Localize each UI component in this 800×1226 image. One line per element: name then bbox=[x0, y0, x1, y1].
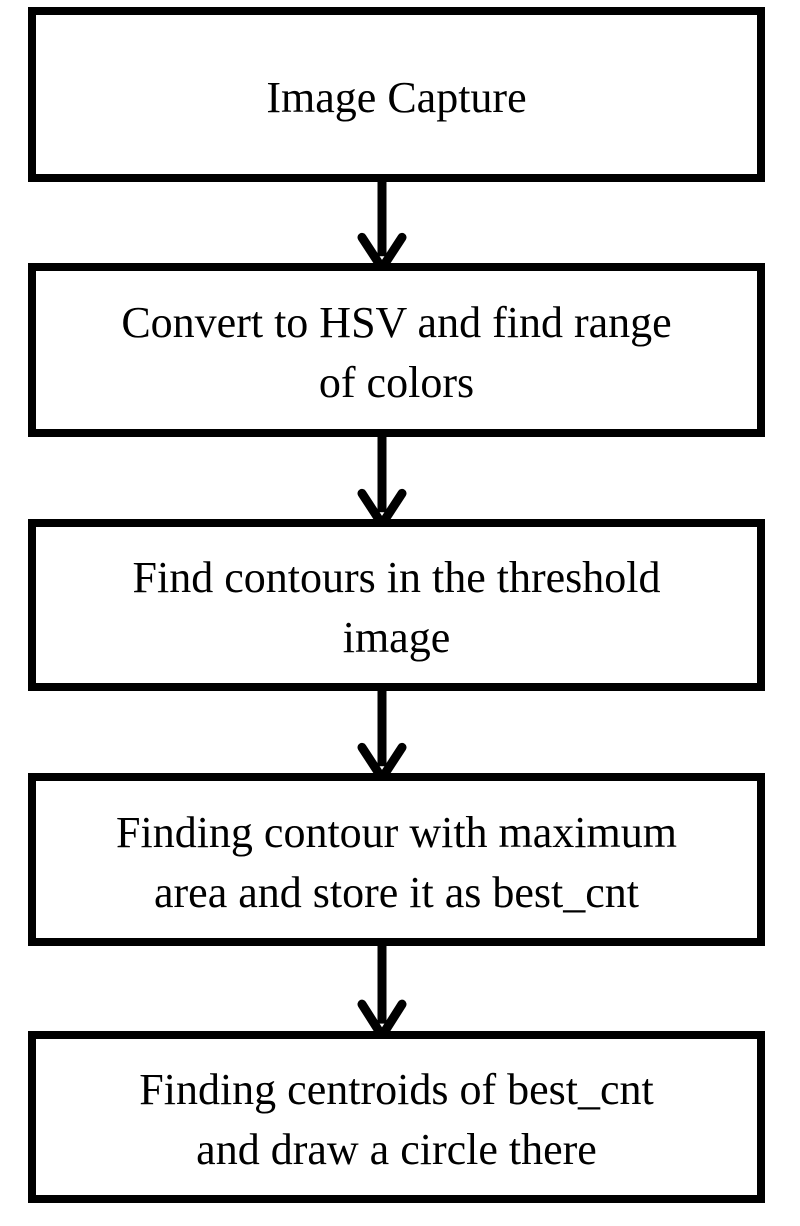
flow-step-label: Finding centroids of best_cnt bbox=[139, 1065, 654, 1114]
flow-step-convert-hsv: Convert to HSV and find range of colors bbox=[28, 263, 765, 437]
flow-step-find-centroids: Finding centroids of best_cnt and draw a… bbox=[28, 1031, 765, 1203]
flow-step-label: Convert to HSV and find range bbox=[121, 298, 672, 347]
flow-step-find-contours: Find contours in the threshold image bbox=[28, 519, 765, 691]
flow-step-label: Finding contour with maximum bbox=[116, 807, 677, 857]
flow-step-label: of colors bbox=[318, 358, 475, 407]
flow-step-label: area and store it as best_cnt bbox=[153, 867, 640, 917]
flow-step-image-capture: Image Capture bbox=[28, 7, 765, 182]
flow-step-label: and draw a circle there bbox=[196, 1125, 597, 1174]
flow-step-label: image bbox=[342, 613, 451, 662]
flow-step-label: Image Capture bbox=[266, 72, 527, 122]
flow-step-label: Find contours in the threshold bbox=[132, 553, 661, 602]
flow-step-max-area-contour: Finding contour with maximum area and st… bbox=[28, 773, 765, 946]
down-arrow-icon bbox=[354, 943, 410, 1045]
